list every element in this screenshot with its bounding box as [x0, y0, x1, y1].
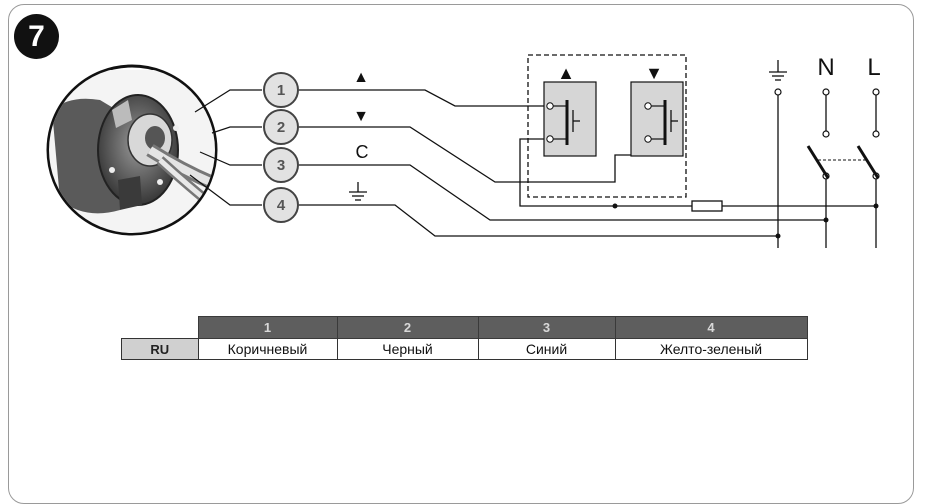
- table-cell: Синий: [477, 338, 616, 360]
- table-cell: Желто-зеленый: [614, 338, 808, 360]
- wiring-diagram: 1 2 3 4 ▲ ▼ C ▲ ▼ N L: [46, 54, 881, 248]
- wire-marker-4: 4: [263, 187, 299, 223]
- column-header: 2: [336, 316, 479, 339]
- language-code: RU: [121, 338, 199, 360]
- supply-earth-symbol: [769, 60, 787, 81]
- column-header: 3: [477, 316, 616, 339]
- supply-wiring: [519, 95, 877, 248]
- wire-marker-3: 3: [263, 147, 299, 183]
- column-header: 4: [614, 316, 808, 339]
- wire-2: [299, 126, 648, 183]
- fuse: [691, 200, 723, 212]
- wire-marker-1: 1: [263, 72, 299, 108]
- table-cell: Коричневый: [197, 338, 338, 360]
- junction-dots: [612, 203, 879, 239]
- wire-number: 4: [277, 197, 286, 214]
- down-arrow-icon: ▼: [353, 108, 369, 125]
- wire-color-table: 1 2 3 4 RU Коричневый Черный Синий Желто…: [121, 316, 808, 360]
- wire-earth-symbol: [349, 182, 367, 201]
- table-row: RU Коричневый Черный Синий Желто-зеленый: [121, 338, 808, 360]
- wire-number: 1: [277, 82, 285, 99]
- switch-box: [527, 54, 687, 198]
- wire-4: [299, 204, 778, 237]
- neutral-label: N: [817, 54, 834, 81]
- wire-marker-2: 2: [263, 109, 299, 145]
- figure-number-badge: 7: [14, 14, 59, 59]
- column-header: 1: [197, 316, 338, 339]
- table-header-row: 1 2 3 4: [122, 316, 808, 339]
- table-cell: Черный: [336, 338, 479, 360]
- switch-down-arrow-icon: ▼: [645, 63, 663, 83]
- wire-number: 3: [277, 157, 285, 174]
- wire-3: [299, 164, 826, 221]
- wire-connectors: [189, 89, 262, 206]
- up-arrow-icon: ▲: [353, 69, 369, 86]
- table-corner: [122, 317, 199, 339]
- main-switch: [806, 145, 880, 179]
- wire-1: [299, 89, 545, 107]
- common-label: C: [356, 142, 369, 162]
- supply-terminals: [774, 88, 880, 180]
- motor-wires: [299, 89, 826, 237]
- line-label: L: [867, 54, 880, 81]
- switch-up-arrow-icon: ▲: [557, 63, 575, 83]
- motor-closeup-illustration: [46, 64, 218, 236]
- wire-number: 2: [277, 119, 285, 136]
